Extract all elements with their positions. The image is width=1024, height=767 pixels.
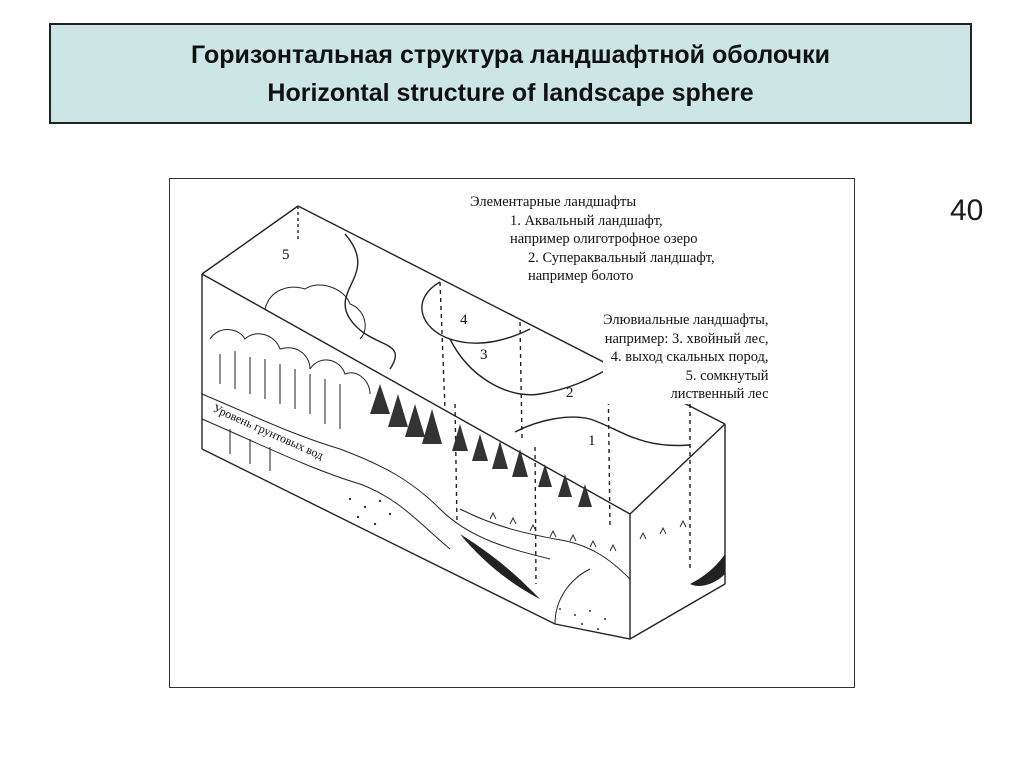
legend-eluvial-heading: Элювиальные ландшафты, bbox=[603, 312, 769, 328]
groundwater-label: Уровень грунтовых вод bbox=[211, 401, 326, 462]
landscape-block-diagram: 5 4 3 2 1 Уровень грунтовых вод Элемента… bbox=[169, 178, 855, 688]
zone-label-4: 4 bbox=[460, 312, 468, 328]
legend-elementary-heading: Элементарные ландшафты bbox=[470, 194, 637, 210]
zone-label-5: 5 bbox=[282, 247, 290, 263]
zone-label-2: 2 bbox=[566, 385, 574, 401]
zone-label-3: 3 bbox=[480, 347, 488, 363]
legend-item-4: 4. выход скальных пород, bbox=[610, 349, 769, 365]
legend-item-1b: например олиготрофное озеро bbox=[510, 231, 698, 247]
legend-item-3: например: 3. хвойный лес, bbox=[604, 330, 769, 347]
legend-item-5a: 5. сомкнутый bbox=[685, 367, 769, 384]
zone-label-1: 1 bbox=[588, 433, 596, 449]
legend-eluvial: Элювиальные ландшафты, например: 3. хвой… bbox=[603, 311, 769, 404]
legend-item-1a: 1. Аквальный ландшафт, bbox=[510, 212, 663, 229]
legend-item-2a: 2. Супераквальный ландшафт, bbox=[528, 249, 715, 266]
legend-elementary: Элементарные ландшафты 1. Аквальный ланд… bbox=[470, 193, 715, 286]
title-english: Horizontal structure of landscape sphere bbox=[267, 78, 754, 107]
legend-item-5b: лиственный лес bbox=[670, 386, 769, 402]
title-box: Горизонтальная структура ландшафтной обо… bbox=[49, 23, 972, 124]
page-number: 40 bbox=[950, 194, 984, 227]
title-russian: Горизонтальная структура ландшафтной обо… bbox=[191, 40, 830, 69]
block-diagram-drawing: 5 4 3 2 1 Уровень грунтовых вод bbox=[201, 205, 726, 640]
legend-item-2b: например болото bbox=[528, 268, 634, 284]
